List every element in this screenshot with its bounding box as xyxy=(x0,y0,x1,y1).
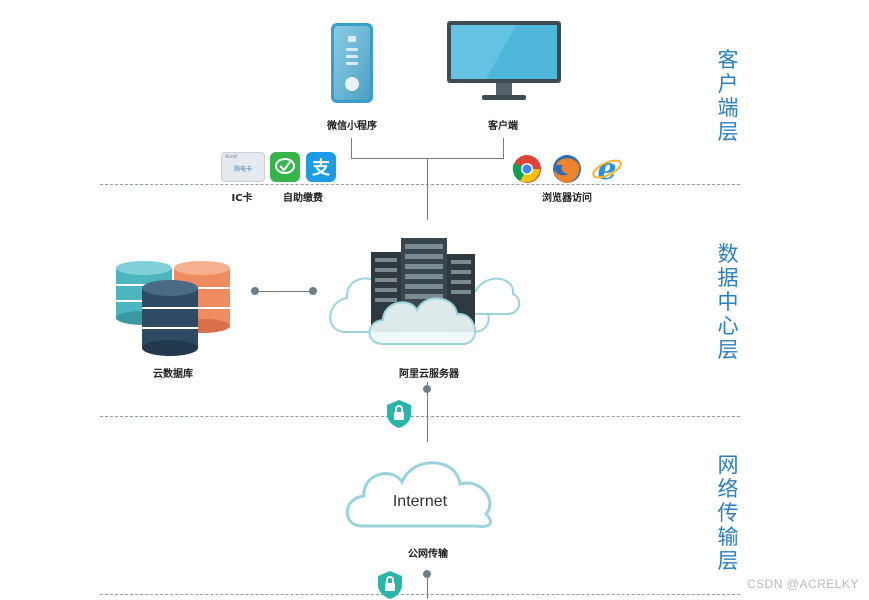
desktop-monitor-icon xyxy=(447,21,561,100)
internet-label: Internet xyxy=(392,493,448,510)
connector-dot-right xyxy=(309,287,317,295)
mobile-phone-icon xyxy=(331,23,373,103)
connector-dot-bottom xyxy=(423,570,431,578)
client-layer-label: 客户端层 xyxy=(717,48,739,144)
firefox-browser-icon xyxy=(553,155,581,183)
cloud-database-icon xyxy=(116,261,230,356)
lock-shield-icon xyxy=(387,400,411,428)
ic-card-icon: Acrel 购电卡 xyxy=(221,152,265,182)
network-layer-label: 网络传输层 xyxy=(717,453,739,573)
ic-card-label: IC卡 xyxy=(231,193,253,204)
server-cloud-icon xyxy=(329,238,521,345)
watermark-text: CSDN @ACRELKY xyxy=(746,577,859,591)
connector-bottom xyxy=(427,572,428,599)
self-pay-label: 自助缴费 xyxy=(283,193,323,204)
connector-client xyxy=(503,138,504,158)
datacenter-layer-label: 数据中心层 xyxy=(717,242,739,362)
browser-access-label: 浏览器访问 xyxy=(542,193,592,204)
lock-shield-icon xyxy=(378,571,402,599)
svg-text:支: 支 xyxy=(311,157,331,179)
wechat-miniprogram-label: 微信小程序 xyxy=(327,121,377,132)
internet-cloud-icon xyxy=(345,461,492,528)
chrome-browser-icon xyxy=(512,155,541,183)
connector-server-internet xyxy=(427,382,428,442)
connector-db-server xyxy=(255,291,313,292)
aliyun-server-label: 阿里云服务器 xyxy=(399,369,459,380)
client-end-label: 客户端 xyxy=(488,121,518,132)
public-network-label: 公网传输 xyxy=(408,549,448,560)
wechat-pay-icon xyxy=(270,152,300,182)
ic-card-text: 购电卡 xyxy=(233,166,252,173)
svg-text:e: e xyxy=(597,153,616,185)
ie-browser-icon: e xyxy=(592,153,622,185)
connector-dot-server-bottom xyxy=(423,385,431,393)
connector-dot-left xyxy=(251,287,259,295)
alipay-icon: 支 xyxy=(306,152,336,182)
layer-divider-3 xyxy=(100,594,740,595)
cloud-db-label: 云数据库 xyxy=(153,369,193,380)
ic-card-brand: Acrel xyxy=(225,154,238,160)
connector-wechat xyxy=(351,138,352,158)
connector-to-server xyxy=(427,158,428,220)
layer-divider-1 xyxy=(100,184,740,185)
layer-divider-2 xyxy=(100,416,740,417)
